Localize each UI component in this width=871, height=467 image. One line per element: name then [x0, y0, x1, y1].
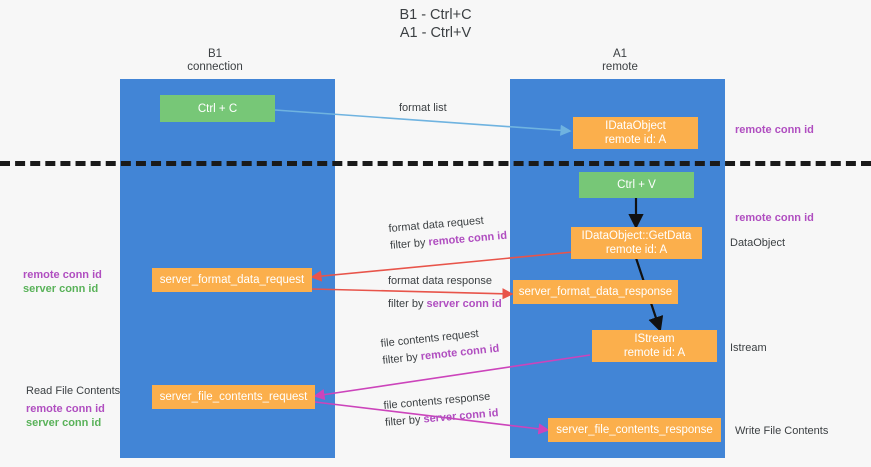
node-sfd-request-label: server_format_data_request — [159, 274, 305, 286]
node-idataobject-line1: IDataObject — [605, 120, 666, 132]
annotation-dataobject: DataObject — [730, 237, 786, 249]
node-getdata[interactable]: IDataObject::GetData remote id: A — [571, 227, 702, 259]
annotation-left-server-conn-id-bottom: server conn id — [26, 417, 102, 429]
node-ctrl-c-line1: Ctrl + C — [197, 102, 238, 115]
node-getdata-line2: remote id: A — [605, 244, 668, 256]
node-idataobject-line2: remote id: A — [604, 134, 667, 146]
edge-file-contents-response — [314, 401, 550, 435]
node-getdata-line1: IDataObject::GetData — [581, 230, 692, 242]
node-server-file-contents-request[interactable]: server_file_contents_request — [152, 385, 315, 409]
annotation-write-file-contents: Write File Contents — [735, 425, 829, 437]
filter-prefix: filter by — [389, 236, 429, 252]
node-istream[interactable]: IStream remote id: A — [592, 330, 717, 362]
page-title: B1 - Ctrl+C A1 - Ctrl+V — [399, 7, 472, 41]
filter-prefix: filter by — [381, 350, 422, 367]
edge-format-data-request — [310, 251, 574, 282]
column-header-b1: B1 connection — [187, 48, 243, 73]
edge-format-data-response — [311, 288, 514, 300]
node-istream-line1: IStream — [634, 333, 675, 345]
annotation-remote-conn-id-mid: remote conn id — [735, 212, 814, 224]
node-ctrl-c[interactable]: Ctrl + C — [160, 95, 275, 122]
node-istream-line2: remote id: A — [623, 347, 686, 359]
node-server-file-contents-response[interactable]: server_file_contents_response — [548, 418, 721, 442]
annotation-left-server-conn-id-mid: server conn id — [23, 283, 99, 295]
node-idataobject[interactable]: IDataObject remote id: A — [573, 117, 698, 149]
edge-label-format-list: format list — [399, 102, 447, 114]
edge-format-list — [274, 109, 572, 136]
node-server-format-data-request[interactable]: server_format_data_request — [152, 268, 312, 292]
column-header-a1: A1 remote — [602, 48, 638, 73]
node-server-format-data-response[interactable]: server_format_data_response — [513, 280, 678, 304]
annotation-left-remote-conn-id-mid: remote conn id — [23, 269, 102, 281]
node-sfd-response-label: server_format_data_response — [518, 286, 673, 298]
node-ctrl-v[interactable]: Ctrl + V — [579, 172, 694, 198]
annotation-remote-conn-id-top: remote conn id — [735, 124, 814, 136]
filter-key-server-conn-id: server conn id — [426, 298, 502, 310]
phase-divider — [0, 161, 871, 166]
edge-file-contents-request — [313, 354, 591, 401]
node-sfc-response-label: server_file_contents_response — [556, 424, 713, 436]
annotation-left-remote-conn-id-bottom: remote conn id — [26, 403, 105, 415]
annotation-istream: Istream — [730, 342, 767, 354]
filter-prefix: filter by — [384, 413, 424, 429]
node-ctrl-v-line1: Ctrl + V — [617, 179, 656, 191]
node-sfc-request-label: server_file_contents_request — [159, 391, 308, 403]
annotation-read-file-contents: Read File Contents — [26, 385, 121, 397]
filter-prefix: filter by — [388, 298, 427, 310]
edge-label-format-data-response-filter: filter by server conn id — [388, 297, 502, 311]
edge-label-format-data-response: format data response — [388, 275, 492, 287]
